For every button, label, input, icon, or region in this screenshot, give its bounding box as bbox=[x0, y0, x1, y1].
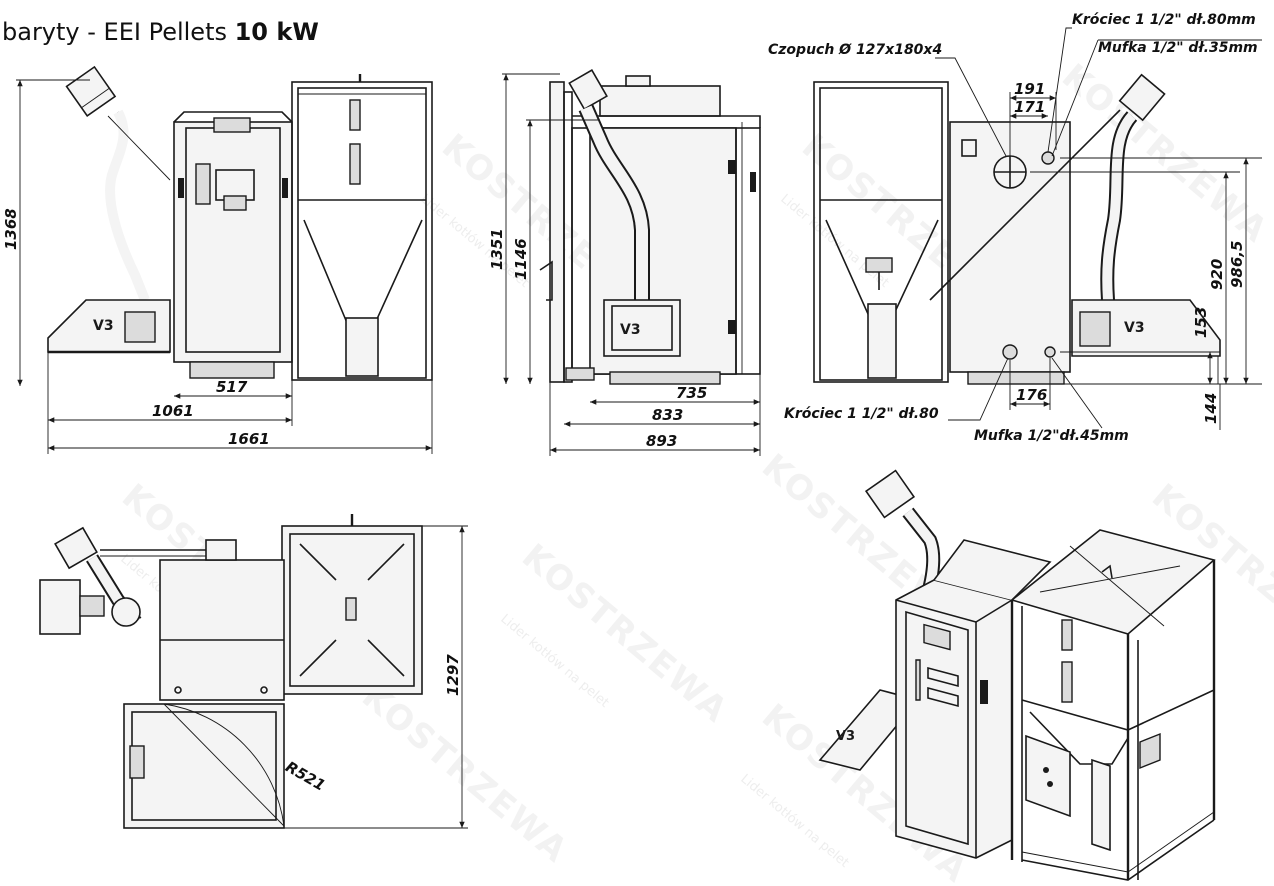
title-power: 10 kW bbox=[235, 18, 319, 46]
watermark-brand: KOSTRZEWA bbox=[354, 676, 576, 871]
top-view: R521 1297 bbox=[39, 514, 468, 829]
dim-rear-144: 144 bbox=[1202, 393, 1220, 424]
dim-front-1061: 1061 bbox=[152, 402, 194, 420]
watermark-brand: KOSTRZEWA bbox=[1054, 56, 1274, 251]
dim-side-1351: 1351 bbox=[488, 228, 506, 270]
side-view: V3 1351 1146 735 833 893 bbox=[488, 69, 761, 456]
dim-front-517: 517 bbox=[216, 378, 248, 396]
dim-rear-191: 191 bbox=[1014, 80, 1045, 98]
dim-rear-176: 176 bbox=[1016, 386, 1047, 404]
svg-text:V3: V3 bbox=[620, 322, 641, 338]
dim-front-height: 1368 bbox=[2, 208, 20, 250]
front-view: V3 1368 517 1061 1661 bbox=[2, 65, 433, 454]
page-title: baryty - EEI Pellets 10 kW bbox=[2, 18, 319, 46]
dim-side-893: 893 bbox=[646, 432, 677, 450]
title-prefix: baryty - EEI Pellets bbox=[2, 18, 235, 46]
iso-view: V3 bbox=[818, 469, 1216, 881]
watermark-brand: KOSTRZEWA bbox=[514, 536, 736, 731]
dim-rear-920: 920 bbox=[1208, 259, 1226, 290]
rear-view: V3 Czopuch Ø 127x180x4 Króciec 1 1/2" dł… bbox=[768, 12, 1262, 444]
label-sleeve-top: Mufka 1/2" dł.35mm bbox=[1098, 40, 1258, 56]
dim-top-depth: 1297 bbox=[444, 654, 462, 696]
label-inlet-bottom: Króciec 1 1/2" dł.80 bbox=[784, 406, 939, 422]
dim-front-1661: 1661 bbox=[228, 430, 270, 448]
dim-side-735: 735 bbox=[676, 384, 707, 402]
label-sleeve-bottom: Mufka 1/2"dł.45mm bbox=[974, 428, 1129, 444]
svg-text:V3: V3 bbox=[1124, 320, 1145, 336]
svg-text:V3: V3 bbox=[836, 729, 855, 744]
dim-side-1146: 1146 bbox=[512, 238, 530, 280]
dim-side-833: 833 bbox=[652, 406, 683, 424]
dim-rear-171: 171 bbox=[1014, 98, 1045, 116]
label-outlet-top: Króciec 1 1/2" dł.80mm bbox=[1072, 12, 1256, 28]
svg-text:V3: V3 bbox=[93, 318, 114, 334]
dim-top-radius: R521 bbox=[282, 758, 328, 795]
label-flue: Czopuch Ø 127x180x4 bbox=[768, 42, 942, 58]
dim-rear-986: 986,5 bbox=[1228, 241, 1246, 288]
dim-rear-153: 153 bbox=[1192, 307, 1210, 338]
